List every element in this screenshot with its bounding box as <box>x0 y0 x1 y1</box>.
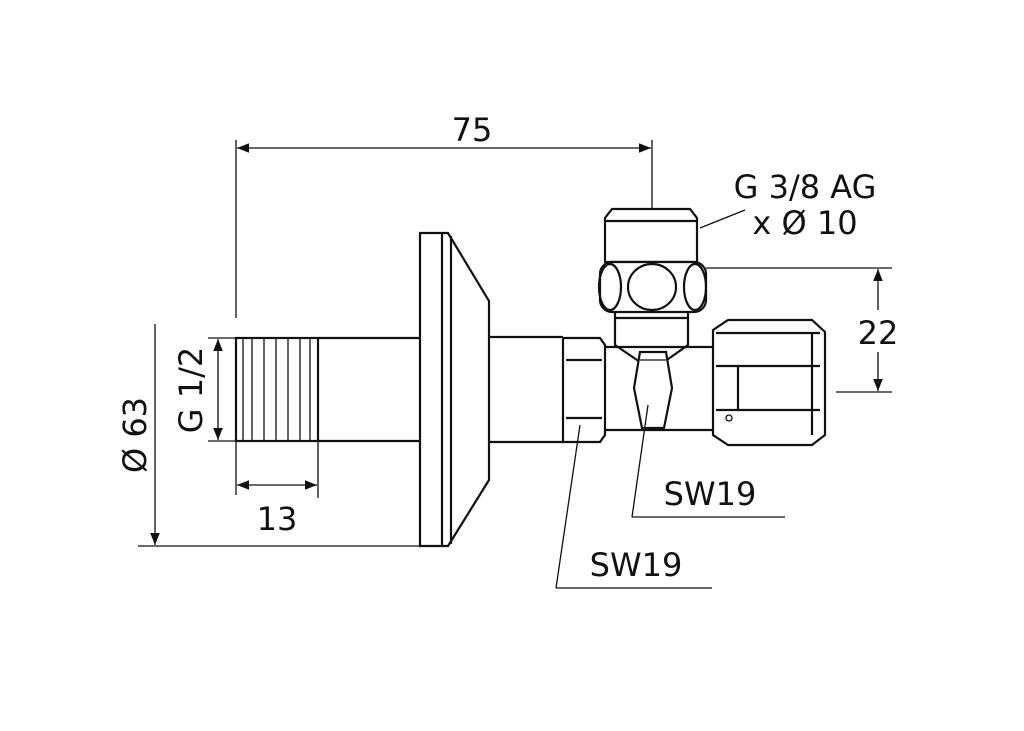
dim-inlet-thread-label: G 1/2 <box>172 347 210 433</box>
sw19-valve-callout: SW19 <box>631 404 785 518</box>
wrench-size-nut-label: SW19 <box>590 546 683 584</box>
valve-body <box>234 207 827 548</box>
dimension-13: 13 <box>235 441 319 538</box>
dimension-22: 22 <box>706 267 899 393</box>
dim-length-label: 75 <box>452 111 493 149</box>
dim-thread-length-label: 13 <box>257 500 298 538</box>
outlet-thread-annotation: G 3/8 AG x Ø 10 <box>699 168 877 242</box>
outlet-thread-label: G 3/8 AG <box>734 168 877 206</box>
dim-offset-label: 22 <box>858 314 899 352</box>
dimension-75: 75 <box>235 111 653 318</box>
sw19-nut-callout: SW19 <box>555 424 712 589</box>
thread-lines <box>242 338 311 441</box>
outlet-pipe-label: x Ø 10 <box>752 204 857 242</box>
wrench-size-valve-label: SW19 <box>664 475 757 513</box>
dimension-63: Ø 63 <box>116 324 420 547</box>
dim-rosette-label: Ø 63 <box>116 397 154 473</box>
dimension-g12: G 1/2 <box>172 337 236 442</box>
